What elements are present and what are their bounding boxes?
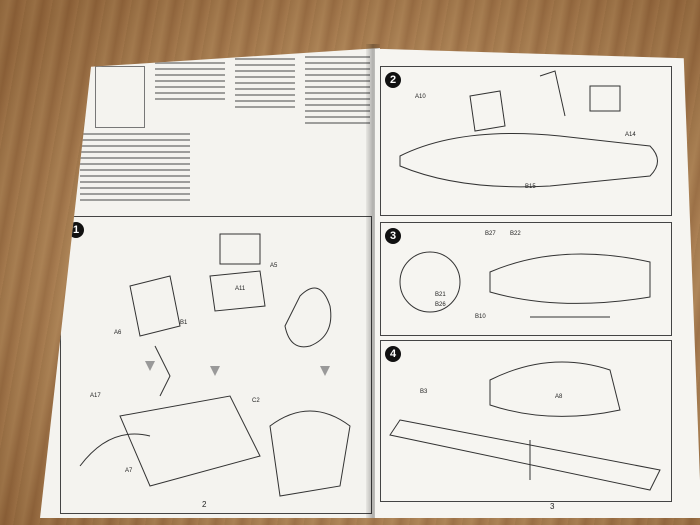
part-label: A14	[625, 132, 636, 138]
part-label: A7	[125, 468, 133, 474]
step-2-badge: 2	[385, 72, 401, 88]
part-label: A11	[235, 286, 246, 292]
tools-text-block	[235, 58, 295, 112]
part-label: B15	[525, 184, 536, 190]
step-4-panel	[380, 340, 672, 502]
wing-drawing	[389, 361, 661, 491]
right-page: 2 A10 A14 B15 3 B27 B22 B21 B26 B10 4	[375, 48, 700, 518]
part-label: B27	[485, 231, 496, 237]
part-label: B3	[420, 389, 428, 395]
part-label: B10	[475, 314, 486, 320]
step-4-badge: 4	[385, 346, 401, 362]
part-label: B22	[510, 231, 521, 237]
character-portrait	[95, 66, 145, 128]
part-label: C2	[252, 398, 260, 404]
paint-chart-block	[305, 56, 370, 128]
intro-text-block	[155, 62, 225, 104]
fuselage-drawing	[399, 70, 658, 188]
part-label: B1	[180, 320, 188, 326]
notes-text-block	[80, 133, 190, 205]
page-number: 2	[202, 500, 207, 509]
step-3-panel	[380, 222, 672, 336]
exhaust-drawing	[399, 251, 651, 318]
part-label: A10	[415, 94, 426, 100]
part-label: B21	[435, 292, 446, 298]
step-3-badge: 3	[385, 228, 401, 244]
part-label: A6	[114, 330, 122, 336]
left-page: 1 A6 A11 A5 A17 A7 C2 B1 2	[40, 48, 380, 518]
step-1-panel	[60, 216, 372, 514]
part-label: A8	[555, 394, 563, 400]
part-label: B26	[435, 302, 446, 308]
cockpit-assembly-drawing	[79, 233, 351, 497]
part-label: A5	[270, 263, 278, 269]
step-2-panel	[380, 66, 672, 216]
part-label: A17	[90, 393, 101, 399]
page-number: 3	[550, 502, 555, 511]
